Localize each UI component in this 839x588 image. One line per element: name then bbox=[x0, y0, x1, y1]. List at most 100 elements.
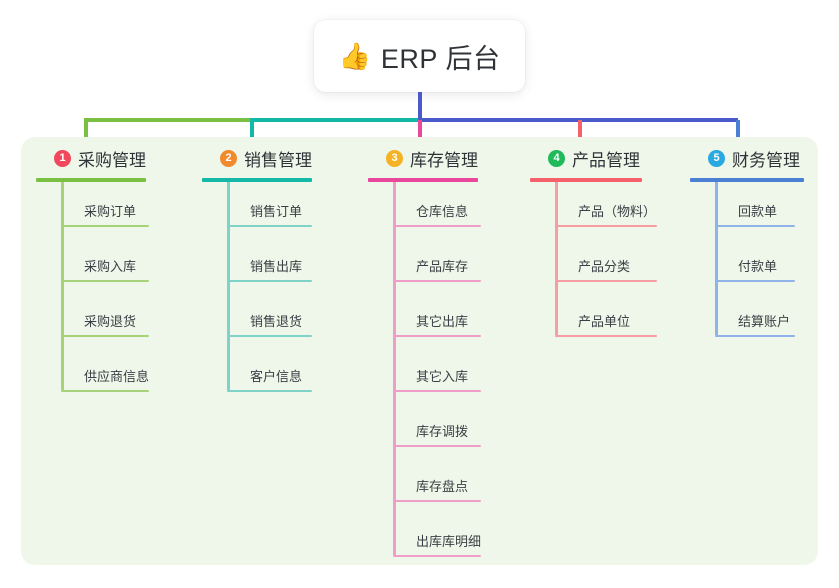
column-header-2[interactable]: 2 销售管理 bbox=[202, 147, 312, 170]
leaf-item[interactable]: 产品（物料） bbox=[555, 202, 657, 227]
root-stem-line bbox=[418, 92, 422, 120]
leaf-item[interactable]: 采购入库 bbox=[61, 257, 149, 282]
column-badge-4: 4 bbox=[548, 149, 565, 167]
leaf-item[interactable]: 库存调拨 bbox=[393, 422, 481, 447]
leaf-item-rule bbox=[393, 225, 481, 227]
leaf-item-label: 采购订单 bbox=[84, 204, 137, 219]
column-spine-3 bbox=[393, 182, 396, 555]
column-badge-5: 5 bbox=[708, 149, 725, 167]
column-title-4: 产品管理 bbox=[572, 150, 640, 170]
leaf-item-label: 销售出库 bbox=[250, 259, 303, 274]
leaf-item-rule bbox=[227, 225, 312, 227]
column-财务管理: 5 财务管理回款单付款单结算账户 bbox=[690, 147, 804, 337]
leaf-item[interactable]: 付款单 bbox=[715, 257, 795, 282]
leaf-item[interactable]: 销售出库 bbox=[227, 257, 312, 282]
column-rule-2 bbox=[202, 178, 312, 182]
leaf-item[interactable]: 供应商信息 bbox=[61, 367, 149, 392]
leaf-item-label: 付款单 bbox=[738, 259, 778, 274]
leaf-item-label: 其它入库 bbox=[416, 369, 469, 384]
column-rule-4 bbox=[530, 178, 642, 182]
leaf-item-rule bbox=[227, 335, 312, 337]
leaf-item-rule bbox=[555, 335, 657, 337]
leaf-item-rule bbox=[393, 335, 481, 337]
leaf-item-label: 仓库信息 bbox=[416, 204, 469, 219]
leaf-item-label: 其它出库 bbox=[416, 314, 469, 329]
leaf-item-rule bbox=[393, 500, 481, 502]
column-title-1: 采购管理 bbox=[78, 150, 146, 170]
connector-segment-left bbox=[84, 118, 250, 122]
column-header-1[interactable]: 1 采购管理 bbox=[36, 147, 146, 170]
leaf-item-label: 采购入库 bbox=[84, 259, 137, 274]
leaf-item-rule bbox=[715, 225, 795, 227]
leaf-item-label: 产品单位 bbox=[578, 314, 631, 329]
leaf-item[interactable]: 采购退货 bbox=[61, 312, 149, 337]
leaf-item-label: 产品分类 bbox=[578, 259, 631, 274]
leaf-item-label: 结算账户 bbox=[738, 314, 791, 329]
diagram-panel bbox=[21, 137, 818, 565]
column-spine-1 bbox=[61, 182, 64, 390]
leaf-item-rule bbox=[393, 280, 481, 282]
column-title-3: 库存管理 bbox=[410, 150, 478, 170]
column-采购管理: 1 采购管理采购订单采购入库采购退货供应商信息 bbox=[36, 147, 149, 392]
leaf-item[interactable]: 销售退货 bbox=[227, 312, 312, 337]
drop-col4 bbox=[578, 120, 582, 150]
leaf-item-rule bbox=[393, 445, 481, 447]
leaf-item[interactable]: 库存盘点 bbox=[393, 477, 481, 502]
column-spine-5 bbox=[715, 182, 718, 335]
leaf-item[interactable]: 销售订单 bbox=[227, 202, 312, 227]
column-badge-2: 2 bbox=[220, 149, 237, 167]
leaf-item-label: 回款单 bbox=[738, 204, 778, 219]
column-库存管理: 3 库存管理仓库信息产品库存其它出库其它入库库存调拨库存盘点出库库明细 bbox=[368, 147, 481, 557]
leaf-item[interactable]: 其它入库 bbox=[393, 367, 481, 392]
thumbs-up-icon: 👍 bbox=[338, 41, 371, 71]
leaf-item-rule bbox=[227, 280, 312, 282]
root-title: ERP 后台 bbox=[380, 43, 501, 74]
leaf-item-rule bbox=[61, 280, 149, 282]
leaf-item-label: 供应商信息 bbox=[84, 369, 150, 384]
drop-col2 bbox=[250, 120, 254, 150]
leaf-item[interactable]: 仓库信息 bbox=[393, 202, 481, 227]
leaf-item[interactable]: 采购订单 bbox=[61, 202, 149, 227]
leaf-item-rule bbox=[393, 390, 481, 392]
column-spine-4 bbox=[555, 182, 558, 335]
leaf-item-rule bbox=[555, 225, 657, 227]
leaf-item-rule bbox=[227, 390, 312, 392]
leaf-item-rule bbox=[61, 225, 149, 227]
leaf-item-label: 出库库明细 bbox=[416, 534, 482, 549]
column-badge-1: 1 bbox=[54, 149, 71, 167]
leaf-item[interactable]: 产品单位 bbox=[555, 312, 657, 337]
column-rule-3 bbox=[368, 178, 478, 182]
leaf-item[interactable]: 其它出库 bbox=[393, 312, 481, 337]
leaf-item[interactable]: 产品库存 bbox=[393, 257, 481, 282]
column-产品管理: 4 产品管理产品（物料） 产品分类产品单位 bbox=[530, 147, 657, 337]
leaf-item-rule bbox=[555, 280, 657, 282]
leaf-item[interactable]: 产品分类 bbox=[555, 257, 657, 282]
column-header-4[interactable]: 4 产品管理 bbox=[530, 147, 642, 170]
leaf-item-rule bbox=[61, 390, 149, 392]
column-header-3[interactable]: 3 库存管理 bbox=[368, 147, 478, 170]
leaf-item[interactable]: 客户信息 bbox=[227, 367, 312, 392]
leaf-item-label: 销售订单 bbox=[250, 204, 303, 219]
column-spine-2 bbox=[227, 182, 230, 390]
leaf-item-rule bbox=[715, 280, 795, 282]
leaf-item-label: 采购退货 bbox=[84, 314, 137, 329]
drop-col3 bbox=[418, 120, 422, 150]
column-title-5: 财务管理 bbox=[732, 150, 800, 170]
leaf-item-label: 客户信息 bbox=[250, 369, 303, 384]
leaf-item[interactable]: 结算账户 bbox=[715, 312, 795, 337]
leaf-item-rule bbox=[715, 335, 795, 337]
drop-col1 bbox=[84, 120, 88, 150]
leaf-item[interactable]: 出库库明细 bbox=[393, 532, 481, 557]
column-title-2: 销售管理 bbox=[244, 150, 312, 170]
leaf-item-label: 库存调拨 bbox=[416, 424, 469, 439]
root-node[interactable]: 👍 ERP 后台 bbox=[314, 20, 525, 92]
column-rule-1 bbox=[36, 178, 146, 182]
column-header-5[interactable]: 5 财务管理 bbox=[690, 147, 804, 170]
column-rule-5 bbox=[690, 178, 804, 182]
leaf-item[interactable]: 回款单 bbox=[715, 202, 795, 227]
connector-segment-middle bbox=[250, 118, 418, 122]
leaf-item-label: 库存盘点 bbox=[416, 479, 469, 494]
drop-col5 bbox=[736, 120, 740, 150]
column-badge-3: 3 bbox=[386, 149, 403, 167]
leaf-item-rule bbox=[61, 335, 149, 337]
